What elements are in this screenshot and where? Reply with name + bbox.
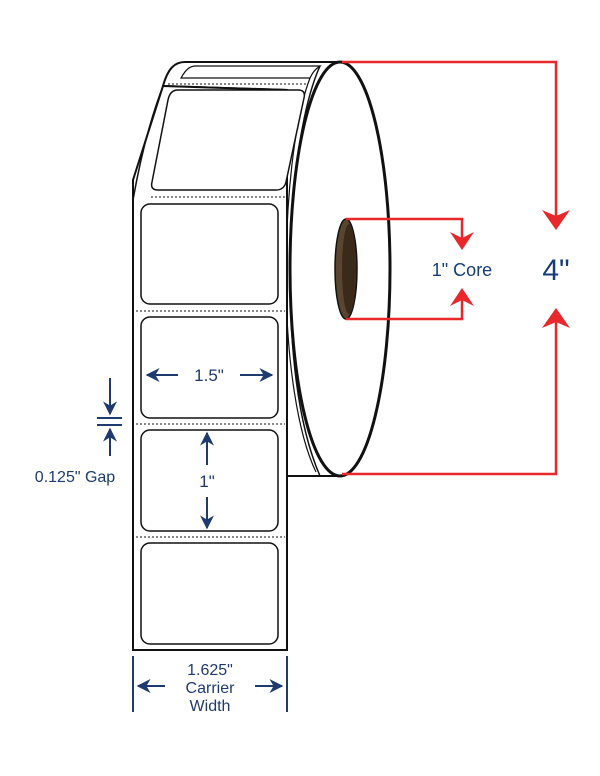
- label-height-label: 1": [199, 472, 215, 491]
- carrier-width-line2: Carrier: [186, 680, 236, 697]
- outer-diameter-label: 4": [542, 254, 569, 287]
- core-label: 1" Core: [432, 260, 492, 280]
- label-1: [150, 89, 306, 191]
- core-dimension: [346, 217, 474, 321]
- carrier-width-dimension: [132, 656, 288, 712]
- carrier-width-line3: Width: [190, 698, 231, 715]
- label-4: [140, 429, 279, 532]
- label-5: [140, 542, 279, 645]
- gap-dimension: [97, 378, 122, 456]
- label-2: [140, 203, 279, 305]
- carrier-width-line1: 1.625": [187, 662, 233, 679]
- roll-core: [334, 218, 358, 320]
- outer-diameter-dimension: [342, 60, 570, 476]
- label-3: [140, 316, 279, 419]
- label-width-label: 1.5": [194, 366, 224, 385]
- gap-label: 0.125" Gap: [35, 469, 116, 486]
